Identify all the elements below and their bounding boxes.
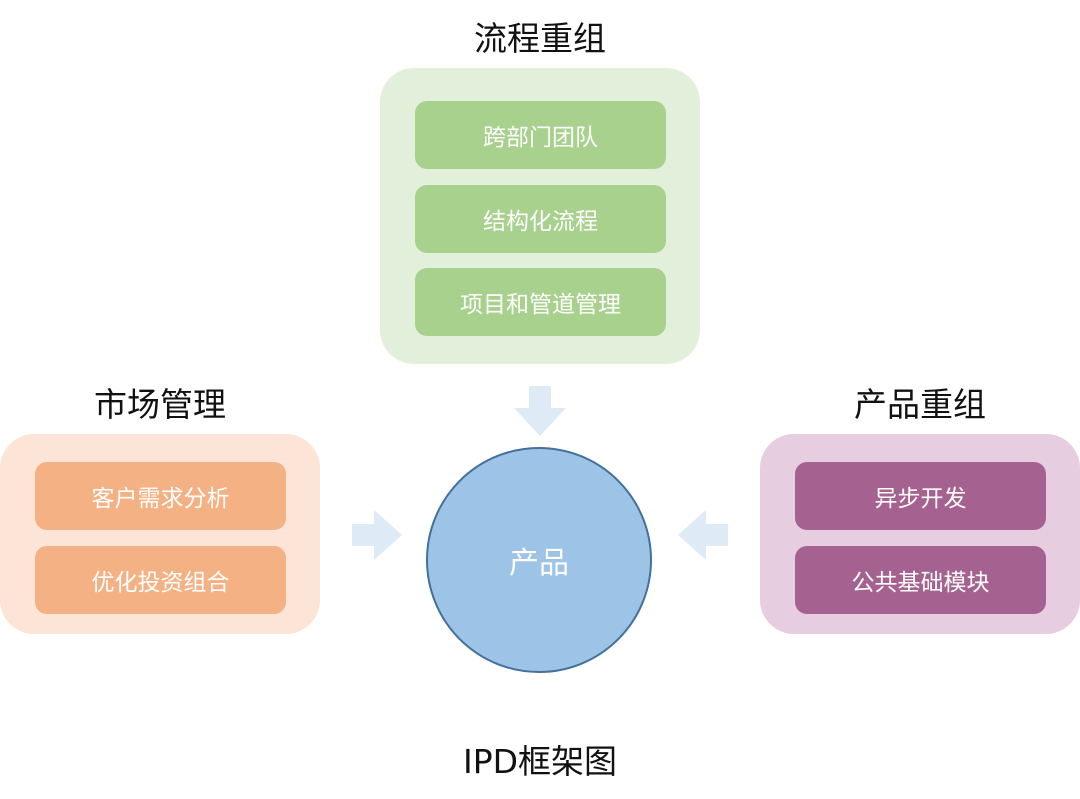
center-label: 产品: [509, 546, 569, 581]
item-structured-process: 结构化流程: [415, 185, 666, 253]
item-cross-department-team: 跨部门团队: [415, 101, 666, 169]
item-optimize-portfolio: 优化投资组合: [35, 546, 286, 614]
item-common-base-modules: 公共基础模块: [795, 546, 1046, 614]
group-panel-market-management: 客户需求分析 优化投资组合: [0, 434, 320, 634]
center-product-circle: 产品: [426, 447, 652, 673]
group-title-process-reorganization: 流程重组: [474, 19, 606, 58]
group-title-market-management: 市场管理: [94, 385, 226, 424]
item-async-development: 异步开发: [795, 462, 1046, 530]
item-project-pipeline-management: 项目和管道管理: [415, 268, 666, 336]
diagram-title: IPD框架图: [462, 742, 618, 781]
group-panel-process-reorganization: 跨部门团队 结构化流程 项目和管道管理: [380, 68, 700, 364]
item-customer-needs-analysis: 客户需求分析: [35, 462, 286, 530]
arrow-down-icon: [514, 386, 566, 436]
arrow-left-icon: [678, 510, 728, 560]
group-title-product-reorganization: 产品重组: [854, 385, 986, 424]
group-panel-product-reorganization: 异步开发 公共基础模块: [760, 434, 1080, 634]
arrow-right-icon: [352, 510, 402, 560]
